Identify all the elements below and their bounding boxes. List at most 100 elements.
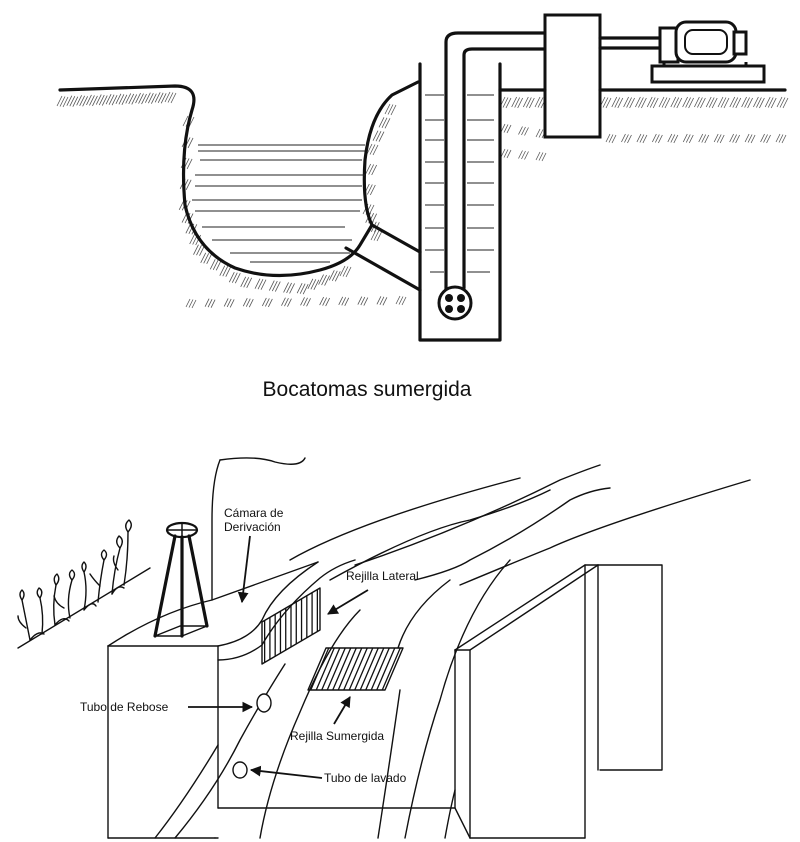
ground-hatch-mark [611, 134, 617, 144]
ground-hatch-mark [265, 298, 270, 307]
ground-hatch-mark [766, 134, 771, 144]
rejilla-sumergida-arrow [333, 696, 351, 725]
ground-hatch-mark [372, 130, 379, 141]
ground-hatch-mark [760, 133, 765, 143]
label-camara-line2: Derivación [224, 520, 281, 534]
ground-hatch-mark [735, 97, 742, 109]
label-tubo-rebose: Tubo de Rebose [80, 700, 169, 714]
ground-hatch-mark [685, 97, 691, 108]
ground-hatch-mark [215, 260, 222, 271]
ground-hatch-mark [212, 259, 219, 270]
ground-hatch-mark [148, 93, 154, 104]
rejilla-lateral-arrow [327, 589, 369, 615]
ground-hatch-mark [376, 296, 382, 305]
ground-hatch-mark [360, 296, 366, 306]
ground-hatch-mark [193, 244, 199, 255]
ground-hatch-mark [694, 96, 700, 108]
ground-hatch-mark [652, 133, 657, 143]
ground-hatch-mark [673, 97, 680, 108]
ground-hatch-mark [500, 148, 506, 158]
ground-hatch-mark [128, 93, 135, 105]
ground-hatch-mark [676, 97, 683, 109]
ground-hatch-mark [688, 97, 694, 109]
submerged-grate-bar [354, 647, 374, 691]
ground-hatch-mark [638, 97, 644, 108]
ground-hatch-mark [228, 271, 235, 283]
submerged-grate-bar [365, 647, 385, 691]
ground-hatch-mark [602, 97, 609, 108]
ground-hatch-mark [121, 94, 128, 105]
submerged-grate-bar [326, 647, 346, 691]
ground-hatch-mark [500, 123, 506, 133]
ground-hatch-mark [268, 298, 273, 308]
ground-hatch-mark [646, 96, 653, 108]
ground-hatch-mark [621, 133, 626, 143]
ground-hatch-mark [735, 134, 740, 144]
ground-hatch-mark [296, 282, 303, 294]
well-water-lines [425, 94, 494, 273]
ground-hatch-mark [170, 92, 177, 104]
ground-hatch-mark [541, 152, 547, 162]
ground-hatch-mark [505, 97, 512, 109]
tubo-lavado-arrow [249, 765, 323, 779]
ground-hatch-mark [401, 296, 407, 306]
ground-hatching-right [499, 96, 789, 109]
label-tubo-lavado: Tubo de lavado [324, 771, 407, 785]
ground-hatch-mark [199, 245, 205, 256]
ground-hatch-mark [248, 299, 254, 308]
ground-hatch-mark [338, 296, 344, 305]
ground-hatch-mark [207, 299, 213, 308]
ground-hatch-mark [145, 92, 151, 103]
ground-hatch-mark [782, 97, 789, 109]
ground-hatch-mark [283, 282, 289, 293]
ground-hatch-mark [287, 298, 292, 307]
ground-hatch-mark [522, 96, 529, 108]
ground-hatch-mark [234, 272, 241, 284]
ground-hatch-mark [289, 283, 295, 294]
reservoir-basin-outline [58, 80, 420, 278]
ground-hatch-mark [705, 96, 712, 108]
submerged-grate-bar [370, 647, 390, 691]
ground-hatch-mark [284, 297, 289, 307]
submerged-grate-bar [315, 647, 335, 691]
ground-hatch-mark [778, 134, 784, 143]
ground-hatch-mark [226, 298, 232, 308]
ground-hatch-mark [260, 279, 267, 290]
ground-hatch-mark [108, 94, 115, 105]
ground-hatch-mark [189, 233, 196, 245]
submerged-grate-bar [348, 647, 368, 691]
ground-hatch-mark [514, 97, 521, 108]
ground-hatch-mark [125, 93, 132, 104]
ground-hatch-mark [713, 133, 719, 143]
ground-hatch-mark [245, 298, 251, 307]
ground-hatch-mark [624, 134, 629, 143]
ground-hatch-mark [635, 96, 641, 108]
ground-hatch-mark [764, 96, 771, 108]
ground-hatch-mark [342, 266, 349, 277]
ground-hatch-mark [375, 130, 382, 142]
pump-box [543, 13, 602, 139]
ground-hatch-mark [732, 97, 739, 108]
ground-hatch-mark [223, 298, 229, 307]
ground-hatch-mark [86, 94, 92, 106]
label-camara-line1: Cámara de [224, 506, 284, 520]
ground-hatch-mark [366, 184, 373, 195]
ground-hatch-mark [770, 97, 777, 109]
ground-hatch-mark [200, 252, 207, 264]
submerged-grate-bar [381, 647, 401, 691]
ground-hatch-mark [517, 97, 524, 109]
ground-hatch-mark [271, 280, 278, 292]
ground-hatch-mark [369, 144, 376, 155]
ground-hatch-mark [670, 134, 676, 143]
ground-hatch-mark [357, 296, 363, 305]
ground-hatch-mark [225, 266, 232, 277]
ground-hatch-mark [157, 92, 164, 104]
ground-hatch-mark [667, 133, 673, 143]
ground-hatch-mark [524, 127, 529, 136]
ground-hatch-mark [167, 92, 174, 103]
ground-hatch-mark [747, 134, 753, 143]
ground-hatch-mark [154, 92, 161, 103]
ground-hatch-mark [185, 179, 192, 191]
ground-hatch-mark [379, 296, 385, 305]
